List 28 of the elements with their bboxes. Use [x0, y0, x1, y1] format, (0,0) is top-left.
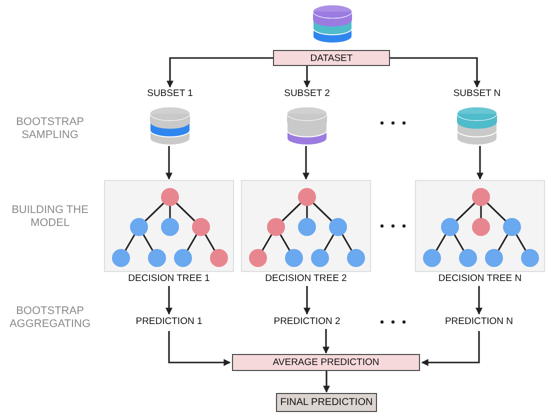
stage-label: BOOTSTRAP AGGREGATING [8, 305, 92, 332]
arrow [168, 331, 231, 366]
arrow [476, 286, 482, 315]
process-box: AVERAGE PREDICTION [232, 354, 420, 371]
arrow [304, 66, 310, 88]
process-box: DATASET [273, 50, 390, 66]
prediction-label: PREDICTION 1 [119, 315, 219, 329]
prediction-label: PREDICTION N [429, 315, 529, 329]
result-box: FINAL PREDICTION [276, 393, 377, 412]
tree-caption: DECISION TREE 2 [264, 273, 348, 284]
arrow [166, 286, 172, 315]
arrow [322, 329, 330, 354]
arrow [166, 57, 273, 88]
stage-label: BUILDING THE MODEL [10, 204, 90, 230]
arrow [302, 146, 310, 180]
subset-label: SUBSET 2 [283, 88, 331, 99]
stage-label: BOOTSTRAP SAMPLING [15, 116, 85, 142]
arrow [166, 146, 172, 180]
subset-label: SUBSET 1 [146, 88, 194, 99]
arrow [323, 371, 330, 393]
tree-caption: DECISION TREE N [437, 273, 523, 284]
arrow [421, 331, 480, 366]
arrow [476, 146, 484, 180]
subset-label: SUBSET N [452, 88, 502, 99]
tree-caption: DECISION TREE 1 [127, 273, 211, 284]
arrow [304, 286, 310, 315]
arrow [390, 57, 480, 88]
prediction-label: PREDICTION 2 [257, 315, 357, 329]
